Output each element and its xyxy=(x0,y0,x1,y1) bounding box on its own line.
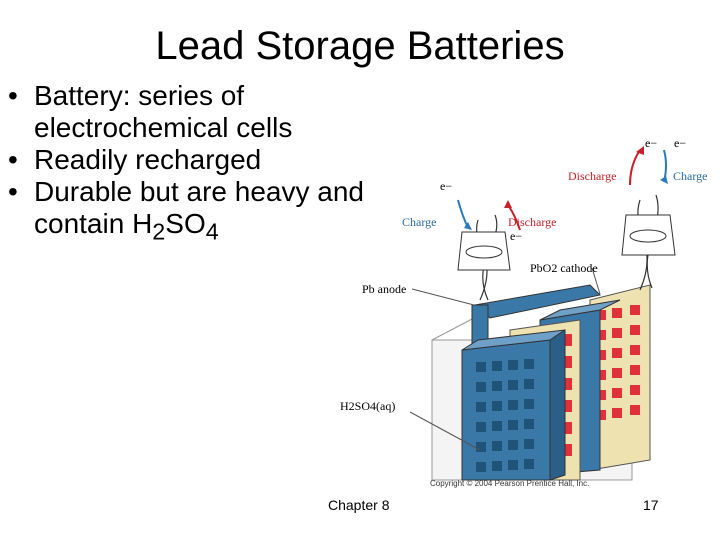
electron-label: e− xyxy=(510,229,522,243)
anode-connector-bar xyxy=(471,284,602,346)
copyright-text: Copyright © 2004 Pearson Prentice Hall, … xyxy=(430,479,589,488)
charge-arrow-right xyxy=(660,149,668,184)
bullet-text: Battery: series of electrochemical cells xyxy=(34,80,293,143)
charge-label-left: Charge xyxy=(402,215,436,229)
h2so4-label: H2SO4(aq) xyxy=(340,399,395,413)
bullet-item: • Readily recharged xyxy=(8,144,368,176)
pbo2-cathode-label: PbO2 cathode xyxy=(530,261,598,275)
electron-label: e− xyxy=(674,136,686,150)
bullet-list: • Battery: series of electrochemical cel… xyxy=(8,80,368,248)
leader-lines xyxy=(409,267,601,451)
discharge-label-left: Discharge xyxy=(508,215,556,229)
pb-anode-label: Pb anode xyxy=(362,282,406,296)
bullet-dot: • xyxy=(8,144,18,175)
discharge-arrow-right xyxy=(629,146,644,186)
bullet-dot: • xyxy=(8,176,18,207)
bullet-text: Readily recharged xyxy=(34,144,262,175)
electron-label: e− xyxy=(440,179,452,193)
slide-title: Lead Storage Batteries xyxy=(155,24,565,68)
terminal-right xyxy=(621,214,676,256)
discharge-arrow-left xyxy=(504,200,521,231)
discharge-label-right: Discharge xyxy=(568,169,616,183)
cathode-plate-back xyxy=(589,284,651,471)
footer-page-number: 17 xyxy=(643,497,659,513)
anode-plate-front xyxy=(461,329,566,481)
terminal-left xyxy=(457,231,511,271)
bullet-item: • Battery: series of electrochemical cel… xyxy=(8,80,368,144)
charge-label-right: Charge xyxy=(673,169,707,183)
bullet-item: • Durable but are heavy and contain H2SO… xyxy=(8,176,368,248)
charge-arrow-left xyxy=(457,199,472,230)
bullet-dot: • xyxy=(8,80,18,111)
electron-label: e− xyxy=(645,136,657,150)
bullet-text: Durable but are heavy and contain H2SO4 xyxy=(34,176,364,245)
footer-chapter: Chapter 8 xyxy=(328,497,390,513)
